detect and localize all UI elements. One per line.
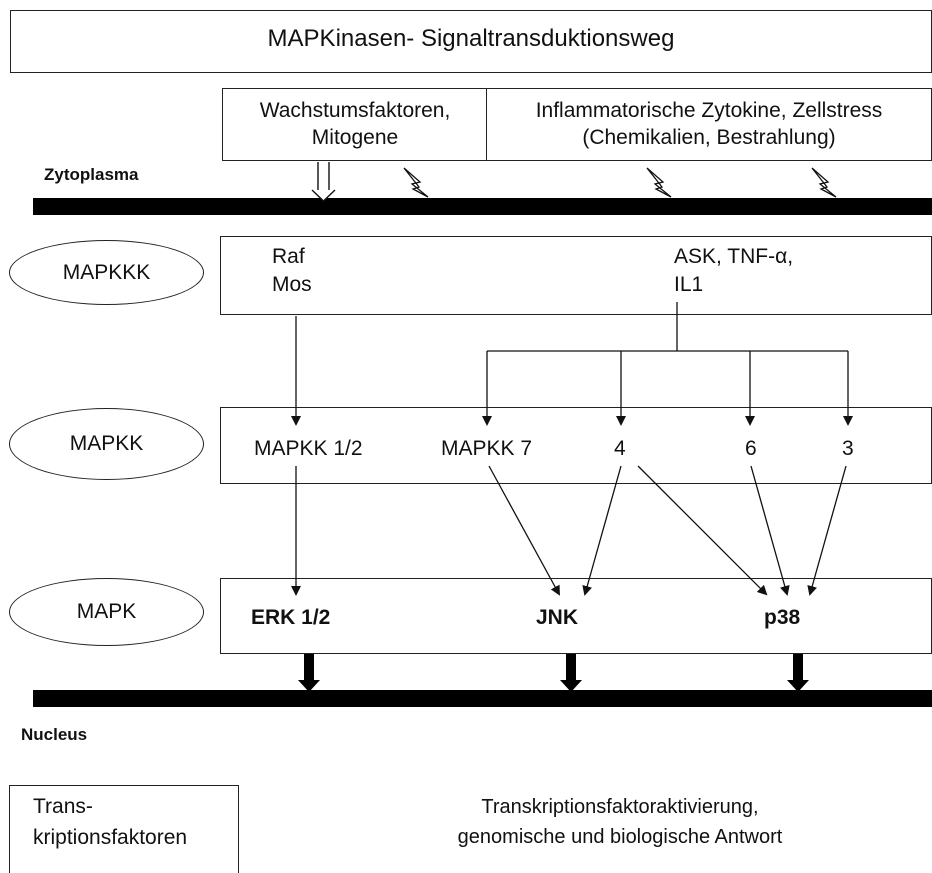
il1-label: IL1 [674,273,704,296]
mapkk-3-label: 3 [842,437,854,460]
thick-arrow-jnk [560,654,582,692]
mapkk-6-label: 6 [745,437,757,460]
transcription-factor-box [9,785,239,873]
transcription-factor-line1: Trans- [33,795,93,818]
growth-factor-box [222,88,488,161]
thick-arrow-erk [298,654,320,692]
erk-label: ERK 1/2 [251,606,331,629]
lightning-bolt-1 [403,167,429,198]
arrow-mapkk3-to-p38 [807,465,847,596]
mapkkk-label: MAPKKK [62,260,151,284]
mapkkk-ellipse: MAPKKK [9,240,204,305]
mapkk-7-label: MAPKK 7 [441,437,533,460]
mapk-ellipse: MAPK [9,578,204,646]
mapkkk-box [220,236,932,315]
mapkk-1-2-label: MAPKK 1/2 [254,437,363,460]
mapkk-4-label: 4 [614,437,626,460]
ask-tnf-label: ASK, TNF-α, [674,245,794,268]
nucleus-label: Nucleus [21,725,88,744]
stress-stimulus-box [486,88,932,161]
mapkk-ellipse: MAPKK [9,408,204,480]
thick-arrow-p38 [787,654,809,692]
diagram-title: MAPKinasen- Signaltransduktionsweg [267,25,675,52]
nuclear-translocation-arrows [298,654,809,692]
title-box [10,10,932,73]
growth-factor-line1: Wachstumsfaktoren, [259,99,451,122]
growth-factor-open-arrow [311,162,336,202]
mapk-label: MAPK [76,600,137,623]
mos-label: Mos [272,273,312,296]
response-line2: genomische und biologische Antwort [457,826,783,848]
ask-branch-connector [487,302,848,352]
p38-label: p38 [764,606,801,629]
arrow-mapkk6-to-p38 [750,465,790,596]
arrow-mapkk4-to-p38 [637,465,768,596]
transcription-factor-line2: kriptionsfaktoren [33,826,188,849]
lightning-bolt-2 [646,167,672,198]
lightning-bolt-3 [811,167,837,198]
response-line1: Transkriptionsfaktoraktivierung, [481,796,759,818]
mapkk-box [220,407,932,484]
stress-stimulus-line2: (Chemikalien, Bestrahlung) [582,126,836,149]
cytoplasm-label: Zytoplasma [44,165,139,184]
growth-factor-line2: Mitogene [311,126,399,149]
mapkk-label: MAPKK [69,432,144,455]
stress-stimulus-line1: Inflammatorische Zytokine, Zellstress [535,99,883,122]
arrow-mapkk7-to-jnk [488,465,560,596]
jnk-label: JNK [536,606,579,629]
nuclear-membrane [33,690,932,707]
raf-label: Raf [272,245,305,268]
cell-membrane [33,198,932,215]
arrow-mapkk4-to-jnk [582,465,622,596]
